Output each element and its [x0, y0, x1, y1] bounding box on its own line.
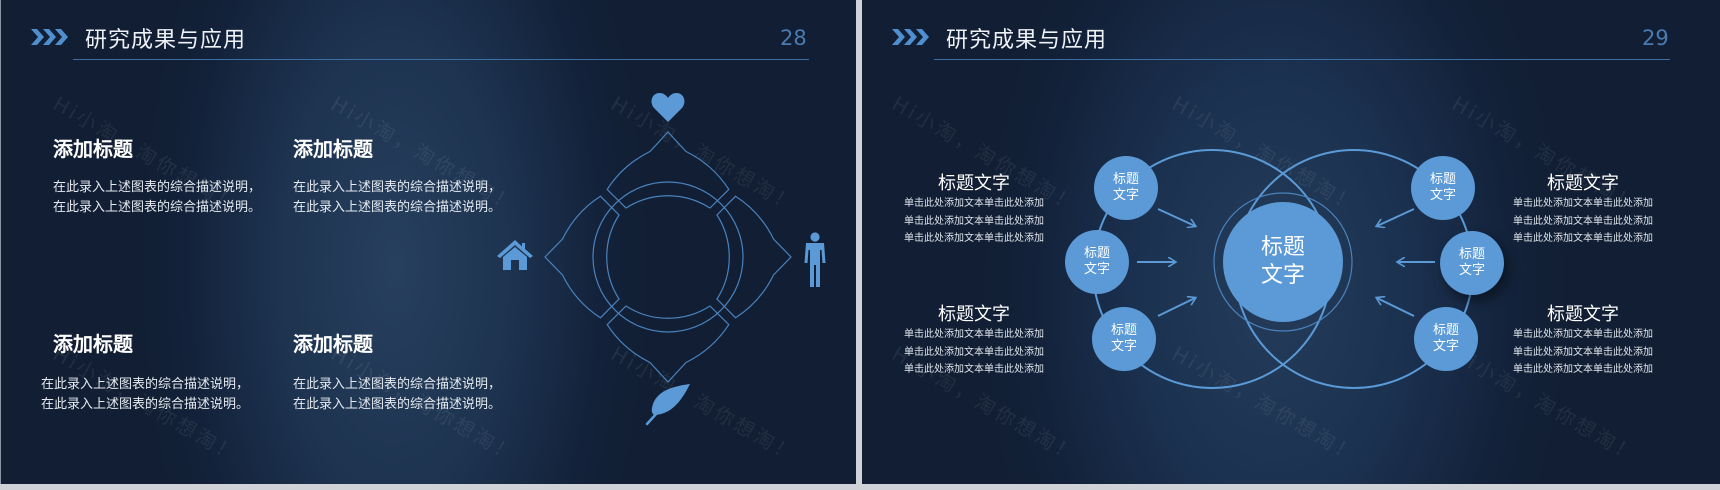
heart-icon: [651, 93, 685, 122]
block-description: 在此录入上述图表的综合描述说明， 在此录入上述图表的综合描述说明。: [293, 375, 501, 415]
body-line: 单击此处添加文本单击此处添加: [1513, 215, 1653, 227]
body-line: 单击此处添加文本单击此处添加: [904, 364, 1044, 375]
node-line: 标题: [1429, 172, 1456, 187]
body-line: 单击此处添加文本单击此处添加: [904, 346, 1044, 358]
title-underline: [73, 59, 809, 60]
block-heading: 添加标题: [293, 137, 373, 161]
description-line: 在此录入上述图表的综合描述说明。: [293, 397, 502, 412]
description-line: 在此录入上述图表的综合描述说明，: [293, 180, 502, 195]
node-line: 文字: [1458, 263, 1485, 278]
block-description: 在此录入上述图表的综合描述说明， 在此录入上述图表的综合描述说明。: [41, 375, 249, 415]
node-line: 标题: [1083, 246, 1110, 261]
text-block-heading: 标题文字: [1547, 173, 1619, 194]
node-line: 标题: [1112, 172, 1139, 187]
text-block-body: 单击此处添加文本单击此处添加 单击此处添加文本单击此处添加 单击此处添加文本单击…: [894, 195, 1054, 248]
node-line: 文字: [1432, 339, 1459, 354]
description-line: 在此录入上述图表的综合描述说明。: [293, 200, 502, 215]
home-icon: [497, 240, 533, 270]
description-line: 在此录入上述图表的综合描述说明，: [41, 377, 250, 392]
title-underline: [934, 59, 1670, 60]
node-line: 文字: [1083, 262, 1110, 277]
person-icon: [804, 232, 826, 287]
node-line: 标题: [1432, 323, 1459, 338]
node-line: 标题: [1110, 323, 1137, 338]
text-block-body: 单击此处添加文本单击此处添加 单击此处添加文本单击此处添加 单击此处添加文本单击…: [1503, 326, 1663, 379]
description-line: 在此录入上述图表的综合描述说明。: [41, 397, 250, 412]
slide-divider: [856, 0, 862, 490]
bottom-band: [0, 484, 1720, 490]
slide-title: 研究成果与应用: [946, 28, 1108, 53]
node-right-bottom[interactable]: 标题文字: [1414, 307, 1478, 371]
text-block-body: 单击此处添加文本单击此处添加 单击此处添加文本单击此处添加 单击此处添加文本单击…: [894, 326, 1054, 379]
center-node-line: 文字: [1260, 263, 1305, 288]
body-line: 单击此处添加文本单击此处添加: [904, 233, 1044, 244]
page-number: 29: [1642, 26, 1669, 50]
node-line: 文字: [1429, 188, 1456, 203]
node-left-bottom[interactable]: 标题文字: [1092, 307, 1156, 371]
body-line: 单击此处添加文本单击此处添加: [1513, 364, 1653, 375]
body-line: 单击此处添加文本单击此处添加: [1513, 198, 1653, 209]
text-block-heading: 标题文字: [938, 173, 1010, 194]
text-block-body: 单击此处添加文本单击此处添加 单击此处添加文本单击此处添加 单击此处添加文本单击…: [1503, 195, 1663, 248]
body-line: 单击此处添加文本单击此处添加: [1513, 329, 1653, 340]
slide-title: 研究成果与应用: [85, 28, 247, 53]
chevrons-icon: [892, 29, 929, 45]
node-line: 标题: [1458, 247, 1485, 262]
node-left-middle[interactable]: 标题文字: [1065, 230, 1129, 294]
body-line: 单击此处添加文本单击此处添加: [904, 329, 1044, 340]
description-line: 在此录入上述图表的综合描述说明，: [293, 377, 502, 392]
node-line: 文字: [1110, 339, 1137, 354]
leaf-icon: [645, 384, 690, 426]
text-block-heading: 标题文字: [1547, 304, 1619, 325]
node-right-middle[interactable]: 标题文字: [1440, 231, 1504, 295]
slide-29[interactable]: Hi小淘，淘你想淘！ Hi小淘，淘你想淘！ Hi小淘，淘你想淘！ Hi小淘，淘你…: [862, 0, 1720, 484]
chevrons-icon: [31, 29, 68, 45]
block-heading: 添加标题: [293, 332, 373, 356]
page-number: 28: [780, 26, 807, 50]
center-node[interactable]: 标题文字: [1223, 202, 1343, 322]
node-left-top[interactable]: 标题文字: [1094, 156, 1158, 220]
block-heading: 添加标题: [53, 332, 133, 356]
node-line: 文字: [1112, 188, 1139, 203]
segmented-ring-diagram: [544, 131, 792, 383]
node-right-top[interactable]: 标题文字: [1411, 156, 1475, 220]
center-node-line: 标题: [1260, 235, 1305, 260]
block-description: 在此录入上述图表的综合描述说明， 在此录入上述图表的综合描述说明。: [293, 178, 501, 218]
body-line: 单击此处添加文本单击此处添加: [1513, 233, 1653, 244]
description-line: 在此录入上述图表的综合描述说明，: [53, 180, 262, 195]
body-line: 单击此处添加文本单击此处添加: [904, 198, 1044, 209]
block-heading: 添加标题: [53, 137, 133, 161]
body-line: 单击此处添加文本单击此处添加: [1513, 346, 1653, 358]
body-line: 单击此处添加文本单击此处添加: [904, 215, 1044, 227]
description-line: 在此录入上述图表的综合描述说明。: [53, 200, 262, 215]
slide-28[interactable]: Hi小淘，淘你想淘！ Hi小淘，淘你想淘！ Hi小淘，淘你想淘！ Hi小淘，淘你…: [0, 0, 856, 484]
block-description: 在此录入上述图表的综合描述说明， 在此录入上述图表的综合描述说明。: [53, 178, 261, 218]
text-block-heading: 标题文字: [938, 304, 1010, 325]
